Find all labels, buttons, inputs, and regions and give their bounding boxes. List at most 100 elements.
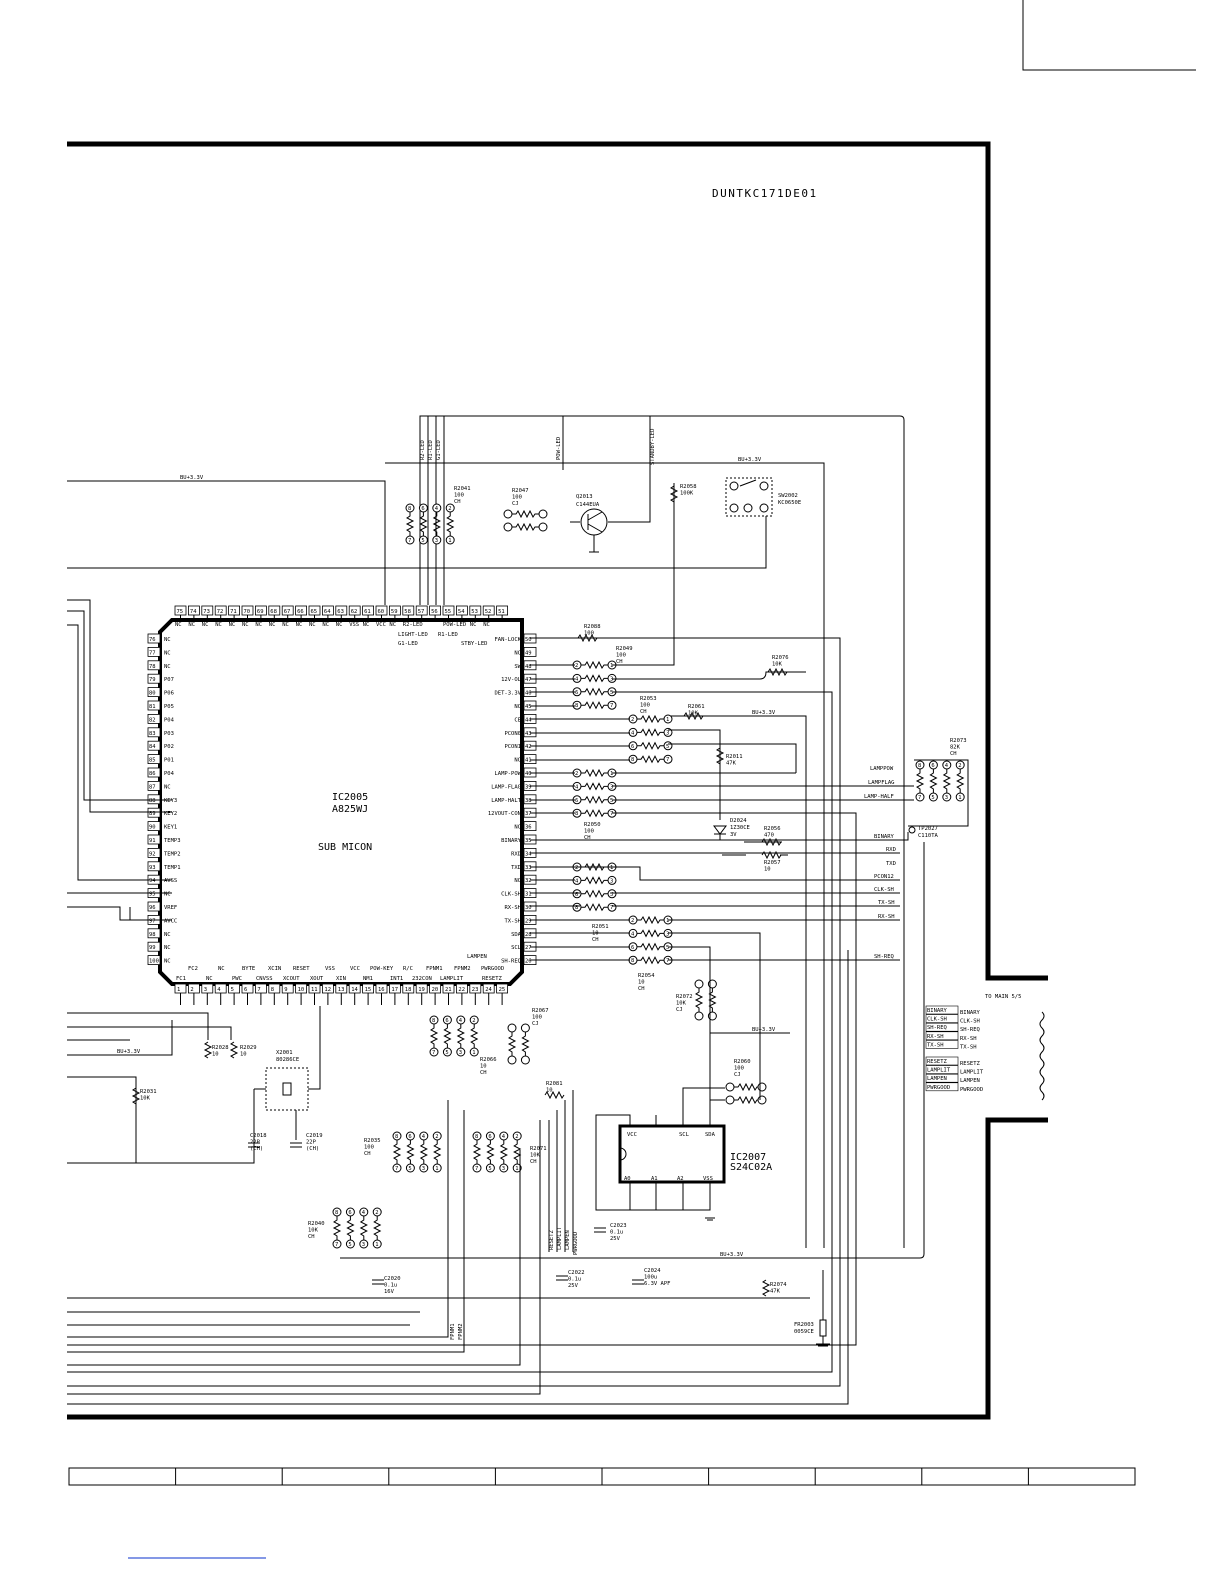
net-label: SH-REQ — [874, 954, 894, 960]
resistor-element — [419, 512, 428, 536]
rail-label-bottom: BU+3.3V — [720, 1252, 744, 1258]
tp2027-part: C110TA — [918, 833, 939, 839]
component-type: CH — [616, 659, 623, 665]
resistor-element — [456, 1024, 465, 1048]
ic-pin-number: 47 — [525, 677, 532, 683]
component-value: 0.1u — [384, 1283, 397, 1289]
rnet-pin — [432, 535, 442, 545]
rnet-pin-number: 1 — [515, 1166, 518, 1172]
resistor-element — [956, 769, 965, 793]
component-ref: R2071 — [530, 1146, 547, 1152]
rnet-pin — [607, 889, 617, 899]
connector-tag — [925, 1073, 959, 1083]
ic-pin — [147, 714, 161, 724]
ic-pin-number: 40 — [525, 771, 532, 777]
ic-pin-number: 7 — [257, 987, 260, 993]
rnet-pin-number: 7 — [918, 795, 921, 801]
rnet-pin — [694, 1011, 704, 1021]
ic-pin — [147, 727, 161, 738]
component-type: CH — [530, 1159, 537, 1165]
component-type: CH — [308, 1234, 315, 1240]
ic-pin — [147, 781, 161, 791]
resistor-element — [332, 1216, 342, 1240]
component-ref: C2018 — [250, 1133, 267, 1139]
rnet-pin-number: 5 — [408, 1166, 411, 1172]
component-value: 10 — [480, 1064, 487, 1070]
connector-tag-label: RX-SH — [927, 1034, 944, 1040]
ic-pin-number: 5 — [231, 987, 234, 993]
rail-label-top: BU+3.3V — [180, 475, 204, 481]
rnet-pin — [538, 509, 548, 519]
ic-pin-number: 15 — [365, 987, 372, 993]
ic-pin-number: 82 — [149, 717, 156, 723]
connector-pin-label: SH-REQ — [960, 1027, 980, 1033]
component-value: 100 — [584, 631, 594, 637]
ic-pin-number: 61 — [364, 609, 371, 615]
rnet-pin — [503, 522, 513, 532]
ic-pin-number: 100 — [149, 959, 159, 965]
component-ref: C2019 — [306, 1133, 323, 1139]
connector-tag — [925, 1082, 959, 1092]
ic-pin — [147, 941, 161, 952]
resistor-element — [429, 1024, 439, 1048]
ic-pin-name: NC — [514, 650, 521, 656]
rnet-pin-number: 5 — [610, 798, 613, 804]
fr2003-ref: FR2003 — [794, 1322, 814, 1328]
right-net-labels: LAMPPOW LAMPFLAG LAMP-HALF BINARY RXD TX… — [864, 766, 896, 960]
resistor — [761, 1279, 771, 1297]
ic-pin-name: VCC — [376, 622, 386, 628]
rnet-pin — [432, 1163, 442, 1173]
rnet-pin-number: 4 — [631, 931, 635, 937]
component-value: 100 — [616, 653, 626, 659]
rnet-pin-number: 2 — [631, 918, 634, 924]
component-type: CJ — [532, 1021, 539, 1027]
component-ref: R2040 — [308, 1221, 325, 1227]
resistor — [715, 747, 725, 765]
ic-pin-number: 59 — [391, 609, 398, 615]
component-ref: C2022 — [568, 1270, 585, 1276]
ic-pin-name: NC — [282, 622, 289, 628]
rnet-pin-number: 8 — [631, 958, 634, 964]
resistor-element — [513, 1140, 522, 1164]
ic-pin — [147, 848, 161, 858]
component-value: 10K — [140, 1096, 151, 1102]
ic-pin-number: 34 — [525, 851, 532, 857]
ic-pin-name: NC — [322, 622, 329, 628]
component-ref: R2061 — [688, 704, 705, 710]
connector-tag-label: CLK-SH — [927, 1017, 947, 1023]
ic-pin-number: 32 — [525, 878, 532, 884]
ic-pin-number: 63 — [337, 609, 344, 615]
resistor-element — [637, 956, 664, 965]
ic-pin-name: NC — [229, 622, 236, 628]
ic-pin-number: 57 — [418, 609, 425, 615]
ic-pin-name: R/C — [403, 966, 413, 972]
ic-pin-number: 58 — [404, 609, 411, 615]
ic-pin-number: 99 — [149, 945, 156, 951]
ic-pin-name: KEY3 — [164, 798, 177, 804]
component-value: 100K — [680, 491, 694, 497]
ic-pin-name: AVCC — [164, 918, 177, 924]
component-ref: R2049 — [616, 646, 633, 652]
ic-pin-name: VSS — [325, 966, 335, 972]
component-type: CH — [640, 709, 647, 715]
ic-pin-name: NC — [215, 622, 222, 628]
rnet-pin — [345, 1239, 355, 1249]
rnet-pin — [607, 902, 617, 912]
vlabel-pwrgood: PWRGOOD — [573, 1232, 579, 1255]
ic2007-pin-vss: VSS — [703, 1176, 713, 1182]
fr2003-fuse: FR2003 0059CE — [794, 1270, 830, 1347]
rnet-pin-number: 4 — [459, 1018, 463, 1024]
component-ref: R2057 — [764, 860, 781, 866]
resistor — [669, 485, 679, 503]
rnet-pin-number: 3 — [362, 1242, 365, 1248]
rnet-pin — [663, 754, 673, 764]
rnet-pin — [663, 714, 673, 724]
ic-pin-name: LAMP-HALT — [491, 798, 521, 804]
ic-pin-name: NC — [514, 704, 521, 710]
ic-pin-number: 50 — [525, 637, 532, 643]
rnet-pin-number: 6 — [575, 690, 578, 696]
component-ref: R2088 — [584, 624, 601, 630]
rnet-pin — [512, 1163, 522, 1173]
ic-pin-name: KEY2 — [164, 811, 177, 817]
rnet-pin-number: 7 — [666, 958, 669, 964]
